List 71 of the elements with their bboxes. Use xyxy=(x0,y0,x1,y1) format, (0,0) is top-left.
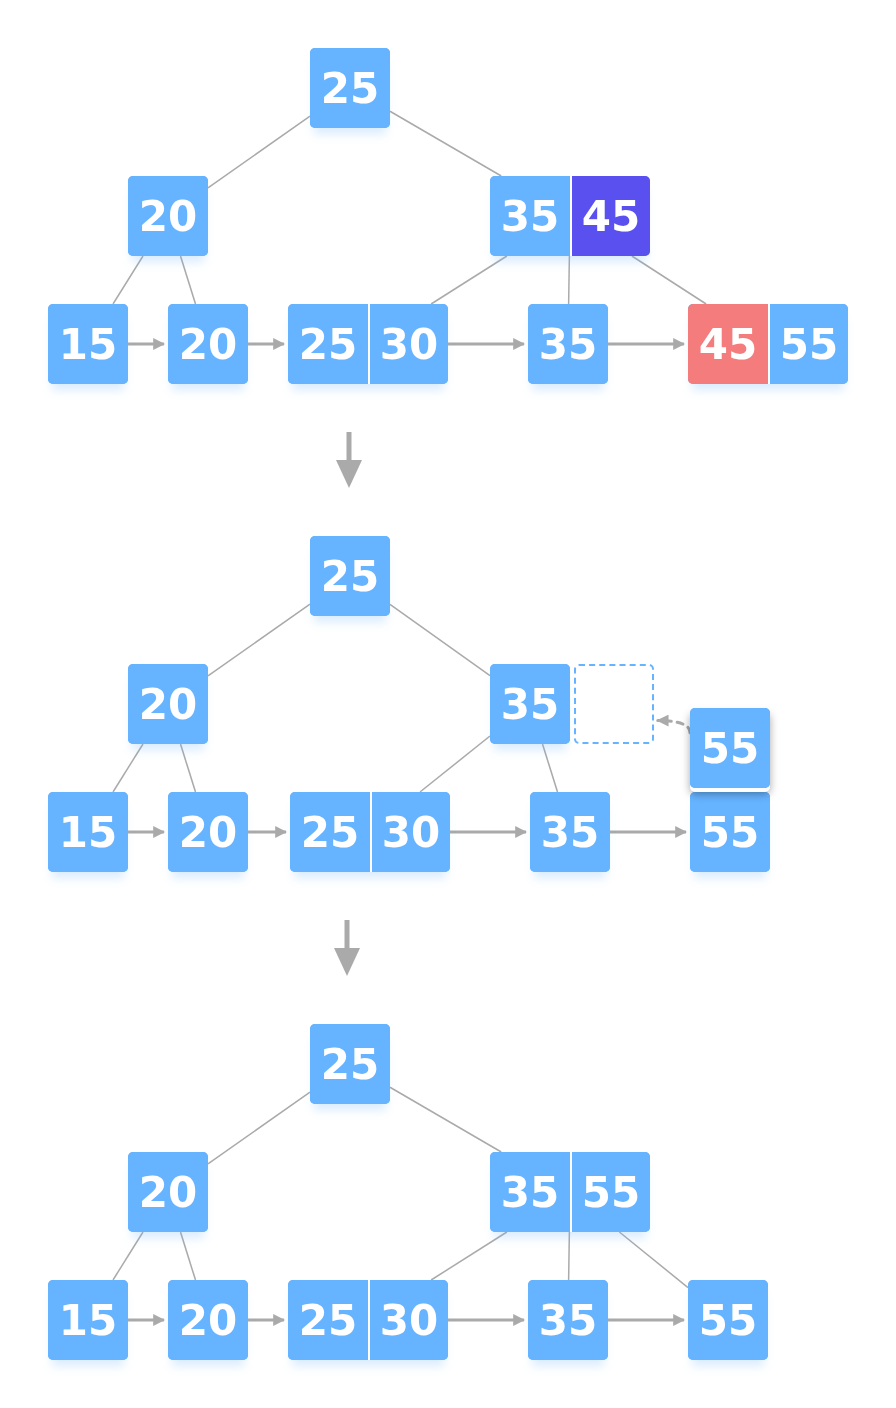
arrow xyxy=(248,1314,286,1326)
key-cell: 30 xyxy=(368,1280,448,1360)
connector-line xyxy=(179,1231,197,1281)
key-cell: 35 xyxy=(490,176,570,256)
connector-line xyxy=(389,1086,502,1153)
arrow xyxy=(656,714,692,735)
arrow xyxy=(128,1314,166,1326)
tree-node xyxy=(490,1152,650,1232)
key-cell: 45 xyxy=(688,304,768,384)
connector-line xyxy=(631,255,707,305)
arrow xyxy=(448,338,526,350)
arrow xyxy=(128,826,166,838)
connector-line xyxy=(567,255,571,305)
tree-node xyxy=(288,1280,448,1360)
tree-node xyxy=(288,304,448,384)
connector-line xyxy=(618,1231,689,1289)
key-cell: 20 xyxy=(168,304,248,384)
empty-slot-box xyxy=(574,664,654,744)
tree-node xyxy=(490,176,650,256)
key-cell: 20 xyxy=(128,176,208,256)
key-cell: 25 xyxy=(288,304,368,384)
key-cell: 25 xyxy=(310,48,390,128)
key-cell: 30 xyxy=(368,304,448,384)
connector-line xyxy=(430,1231,508,1281)
key-cell: 15 xyxy=(48,304,128,384)
key-cell: 20 xyxy=(168,1280,248,1360)
connector-line xyxy=(207,115,311,189)
connector-line xyxy=(567,1231,571,1281)
arrow xyxy=(610,826,688,838)
tree-node xyxy=(290,792,450,872)
key-cell: 45 xyxy=(570,176,650,256)
connector-line xyxy=(389,603,491,677)
key-cell: 25 xyxy=(288,1280,368,1360)
key-cell: 55 xyxy=(570,1152,650,1232)
key-cell: 35 xyxy=(528,304,608,384)
arrow xyxy=(248,826,288,838)
arrow xyxy=(608,338,686,350)
key-cell: 20 xyxy=(128,664,208,744)
key-cell: 15 xyxy=(48,1280,128,1360)
key-cell: 35 xyxy=(490,664,570,744)
connector-line xyxy=(112,1231,144,1281)
connector-line xyxy=(112,255,144,305)
key-cell: 35 xyxy=(530,792,610,872)
key-cell: 55 xyxy=(688,1280,768,1360)
connector-line xyxy=(179,255,197,305)
key-cell: 55 xyxy=(690,708,770,788)
key-cell: 20 xyxy=(168,792,248,872)
key-cell: 20 xyxy=(128,1152,208,1232)
connector-line xyxy=(541,743,559,793)
connector-line xyxy=(430,255,508,305)
connector-line xyxy=(179,743,197,793)
connector-line xyxy=(207,603,311,677)
key-cell: 30 xyxy=(370,792,450,872)
connector-line xyxy=(419,735,491,793)
key-cell: 25 xyxy=(310,1024,390,1104)
connector-line xyxy=(207,1091,311,1165)
arrow xyxy=(608,1314,686,1326)
key-cell: 35 xyxy=(490,1152,570,1232)
key-cell: 55 xyxy=(690,792,770,872)
key-cell: 25 xyxy=(310,536,390,616)
connector-line xyxy=(112,743,144,793)
arrow xyxy=(248,338,286,350)
connector-line xyxy=(389,110,502,177)
key-cell: 25 xyxy=(290,792,370,872)
key-cell: 55 xyxy=(768,304,848,384)
arrow xyxy=(448,1314,526,1326)
arrow xyxy=(128,338,166,350)
arrow xyxy=(450,826,528,838)
key-cell: 15 xyxy=(48,792,128,872)
key-cell: 35 xyxy=(528,1280,608,1360)
tree-node xyxy=(688,304,848,384)
